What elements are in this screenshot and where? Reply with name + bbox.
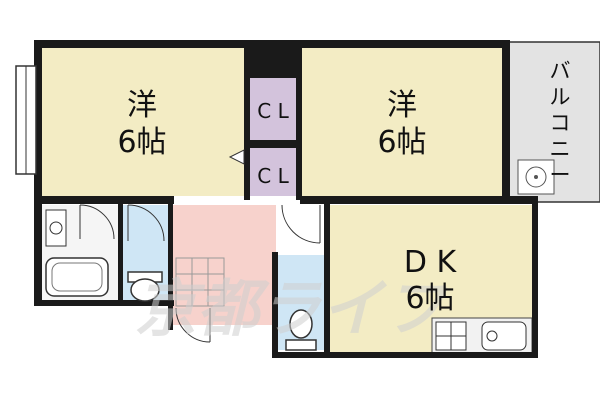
balcony-label: バ ル コ ニ ー <box>550 59 571 187</box>
wash-basin <box>45 209 67 247</box>
closet-bottom <box>248 148 298 196</box>
toilet <box>127 271 317 351</box>
western-room-right <box>300 47 505 196</box>
entrance-tiles <box>175 257 225 307</box>
kitchen-fixtures <box>435 321 527 351</box>
balcony <box>507 41 600 203</box>
room-label-western-left-kind: 洋 <box>127 88 157 123</box>
room-label-closet-bottom: C L <box>257 164 289 188</box>
doors <box>79 149 321 343</box>
watermark: 京都ライフ <box>135 272 449 345</box>
walls <box>34 40 538 358</box>
room-label-dk-size: 6帖 <box>405 281 454 316</box>
room-label-western-right-size: 6帖 <box>377 125 426 160</box>
bathtub <box>45 257 109 297</box>
balcony-char: コ <box>550 111 571 135</box>
room-label-western-right-kind: 洋 <box>387 88 417 123</box>
balcony-char: バ <box>550 59 571 83</box>
room-label-western-left-size: 6帖 <box>117 125 166 160</box>
window-left <box>15 65 37 175</box>
room-label-dk-kind: D K <box>404 245 458 280</box>
balcony-char: ニ <box>550 137 571 161</box>
balcony-char: ー <box>550 163 571 187</box>
room-label-closet-top: C L <box>257 99 289 123</box>
western-room-left <box>40 47 245 196</box>
closet-top <box>248 78 298 140</box>
balcony-char: ル <box>550 85 571 109</box>
